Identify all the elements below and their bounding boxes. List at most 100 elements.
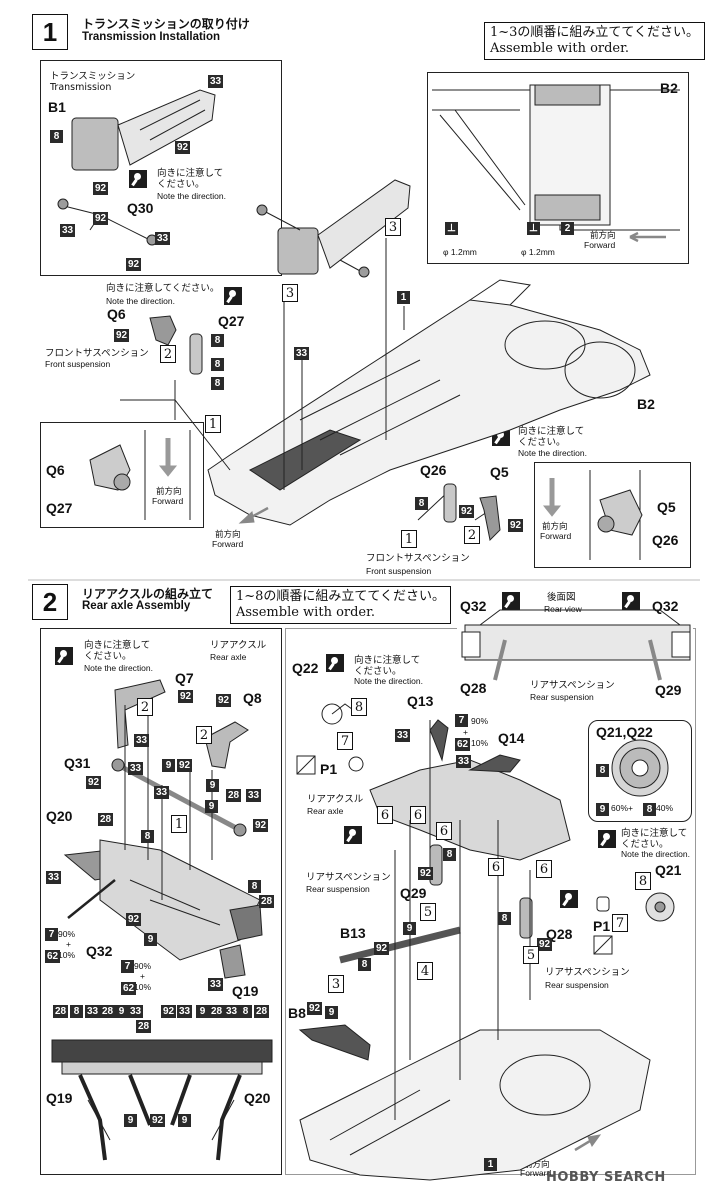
rv-note-icon-left bbox=[502, 592, 520, 610]
rear-susp-jp: リアサスペンション bbox=[306, 872, 391, 883]
badge-8: 8 bbox=[141, 830, 154, 843]
part-q21: Q21 bbox=[655, 862, 682, 878]
disc-parts: Q21,Q22 bbox=[596, 724, 653, 740]
badge-8: 8 bbox=[498, 912, 511, 925]
forward-en-b2: Forward bbox=[584, 240, 616, 250]
part-b13: B13 bbox=[340, 925, 366, 941]
order-3: 3 bbox=[385, 218, 401, 236]
front-susp-right-jp: フロントサスペンション bbox=[366, 553, 470, 564]
transmission-label-jp: トランスミッション bbox=[50, 71, 136, 82]
badge-33: 33 bbox=[395, 729, 411, 742]
badge-9: 9 bbox=[205, 800, 218, 813]
part-q28-rv: Q28 bbox=[460, 680, 487, 696]
badge-9: 9 bbox=[196, 1005, 209, 1018]
paint-62: 62 bbox=[45, 950, 61, 963]
front-susp-label-jp: フロントサスペンション bbox=[45, 348, 149, 359]
badge-33: 33 bbox=[128, 1005, 144, 1018]
rear-view-jp: 後面図 bbox=[547, 592, 576, 603]
order-8: 8 bbox=[351, 698, 367, 716]
q28-note-icon bbox=[560, 890, 578, 908]
mix2-a: 90% bbox=[134, 961, 152, 971]
badge-33: 33 bbox=[246, 789, 262, 802]
badge-33: 33 bbox=[46, 871, 62, 884]
part-p1-right: P1 bbox=[593, 918, 611, 934]
order-1: 1 bbox=[401, 530, 417, 548]
inset-r-forward-en: Forward bbox=[540, 531, 572, 541]
rear-axle-en: Rear axle bbox=[210, 652, 247, 662]
part-b1: B1 bbox=[48, 99, 66, 115]
order-1: 1 bbox=[171, 815, 187, 833]
rv-rear-susp-en: Rear suspension bbox=[530, 692, 594, 702]
order-6: 6 bbox=[377, 806, 393, 824]
order-5: 5 bbox=[523, 946, 539, 964]
rv-note-icon-right bbox=[622, 592, 640, 610]
part-q29: Q29 bbox=[400, 885, 427, 901]
direction-note-en: Note the direction. bbox=[157, 191, 226, 201]
part-q32: Q32 bbox=[86, 943, 113, 959]
rear-axle-r-jp: リアアクスル bbox=[307, 794, 364, 805]
order-jp: 1~3の順番に組み立ててください。 bbox=[490, 25, 700, 40]
order-2: 2 bbox=[137, 698, 153, 716]
disc-paint-8: 8 bbox=[596, 764, 609, 777]
order-3: 3 bbox=[282, 284, 298, 302]
paint-62: 62 bbox=[121, 982, 137, 995]
part-q19-bottom: Q19 bbox=[46, 1090, 73, 1106]
inset-q26: Q26 bbox=[652, 532, 679, 548]
inset-q6: Q6 bbox=[46, 462, 65, 478]
badge-28: 28 bbox=[209, 1005, 225, 1018]
badge-8: 8 bbox=[415, 497, 428, 510]
part-q27: Q27 bbox=[218, 313, 245, 329]
badge-92: 92 bbox=[508, 519, 524, 532]
disc-paint-9: 9 bbox=[596, 803, 609, 816]
chassis-forward-jp: 前方向 bbox=[215, 529, 241, 539]
q22-note-icon bbox=[326, 654, 344, 672]
order-8: 8 bbox=[635, 872, 651, 890]
part-q28: Q28 bbox=[546, 926, 573, 942]
q13-mix-plus: + bbox=[463, 727, 468, 737]
part-b2-inset: B2 bbox=[660, 80, 678, 96]
transmission-label-en: Transmission bbox=[50, 82, 112, 93]
front-dir-note-icon bbox=[224, 287, 242, 305]
part-p1-left: P1 bbox=[320, 761, 338, 777]
front-susp-label-en: Front suspension bbox=[45, 359, 111, 369]
part-q5: Q5 bbox=[490, 464, 509, 480]
badge-33: 33 bbox=[128, 762, 144, 775]
badge-33: 33 bbox=[456, 755, 472, 768]
badge-8: 8 bbox=[443, 848, 456, 861]
badge-28: 28 bbox=[136, 1020, 152, 1033]
mix-a: 90% bbox=[58, 929, 76, 939]
badge-92: 92 bbox=[93, 212, 109, 225]
badge-8: 8 bbox=[50, 130, 63, 143]
part-q13: Q13 bbox=[407, 693, 434, 709]
order-7: 7 bbox=[337, 732, 353, 750]
badge-8: 8 bbox=[211, 377, 224, 390]
paint-62: 62 bbox=[455, 738, 471, 751]
badge-92: 92 bbox=[537, 938, 553, 951]
badge-92: 92 bbox=[161, 1005, 177, 1018]
front-dir-note-jp: 向きに注意してください。 bbox=[106, 283, 220, 294]
badge-1: 1 bbox=[484, 1158, 497, 1171]
badge-33: 33 bbox=[208, 978, 224, 991]
badge-33: 33 bbox=[294, 347, 310, 360]
q13-mix-b: 10% bbox=[471, 738, 489, 748]
badge-92: 92 bbox=[175, 141, 191, 154]
step-2-title-en: Rear axle Assembly bbox=[82, 600, 191, 612]
badge-33: 33 bbox=[224, 1005, 240, 1018]
chassis-forward-en: Forward bbox=[212, 539, 244, 549]
order-5: 5 bbox=[420, 903, 436, 921]
mix2-plus: + bbox=[140, 971, 145, 981]
q21-note-en: Note the direction. bbox=[621, 849, 690, 859]
part-q29-rv: Q29 bbox=[655, 682, 682, 698]
badge-92: 92 bbox=[216, 694, 232, 707]
badge-92: 92 bbox=[307, 1002, 323, 1015]
order-6: 6 bbox=[488, 858, 504, 876]
inset-forward-en: Forward bbox=[152, 496, 184, 506]
order-2: 2 bbox=[464, 526, 480, 544]
step-1-title-en: Transmission Installation bbox=[82, 31, 221, 43]
badge-9: 9 bbox=[115, 1005, 128, 1018]
disc-paint-8b: 8 bbox=[643, 803, 656, 816]
badge-2: 2 bbox=[561, 222, 574, 235]
badge-28: 28 bbox=[259, 895, 275, 908]
part-q26: Q26 bbox=[420, 462, 447, 478]
